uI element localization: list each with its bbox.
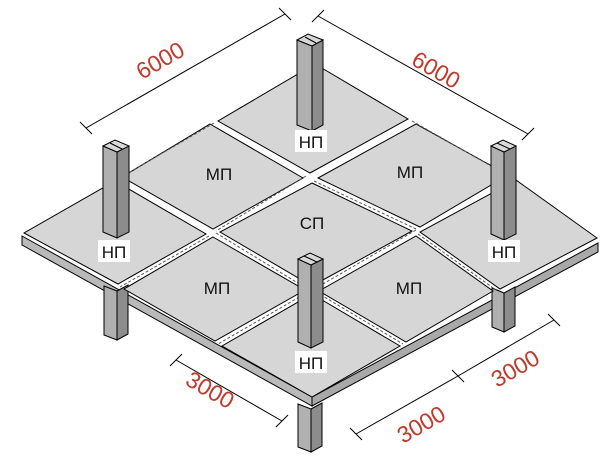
dimension-lines — [79, 7, 561, 441]
label-mid-upper-left: МП — [206, 165, 232, 184]
label-corner-right: НП — [492, 243, 517, 262]
column-right-lower — [491, 286, 516, 333]
dim-bottom-right-lower: 3000 — [393, 400, 450, 448]
panel-mid-lower-left — [123, 236, 307, 342]
label-center: СП — [300, 214, 325, 233]
column-bottom — [296, 252, 325, 349]
panel-joints — [117, 120, 513, 345]
column-bottom-lower — [297, 402, 323, 453]
dim-bottom-right-upper: 3000 — [487, 344, 544, 392]
panel-labels: НП МП МП НП СП НП МП МП НП — [98, 130, 520, 373]
column-right — [489, 139, 518, 241]
panel-mid-lower-right — [317, 235, 494, 343]
label-corner-left: НП — [102, 243, 127, 262]
label-mid-upper-right: МП — [397, 163, 423, 182]
dim-top-left: 6000 — [132, 36, 189, 84]
label-corner-bottom: НП — [299, 354, 324, 373]
label-mid-lower-right: МП — [396, 279, 422, 298]
column-left-lower — [103, 284, 129, 341]
column-left — [101, 139, 131, 239]
dim-bottom-left: 3000 — [182, 366, 239, 414]
label-mid-lower-left: МП — [204, 279, 230, 298]
label-corner-top: НП — [299, 133, 324, 152]
dim-top-right: 6000 — [408, 46, 465, 94]
column-top — [295, 33, 325, 132]
